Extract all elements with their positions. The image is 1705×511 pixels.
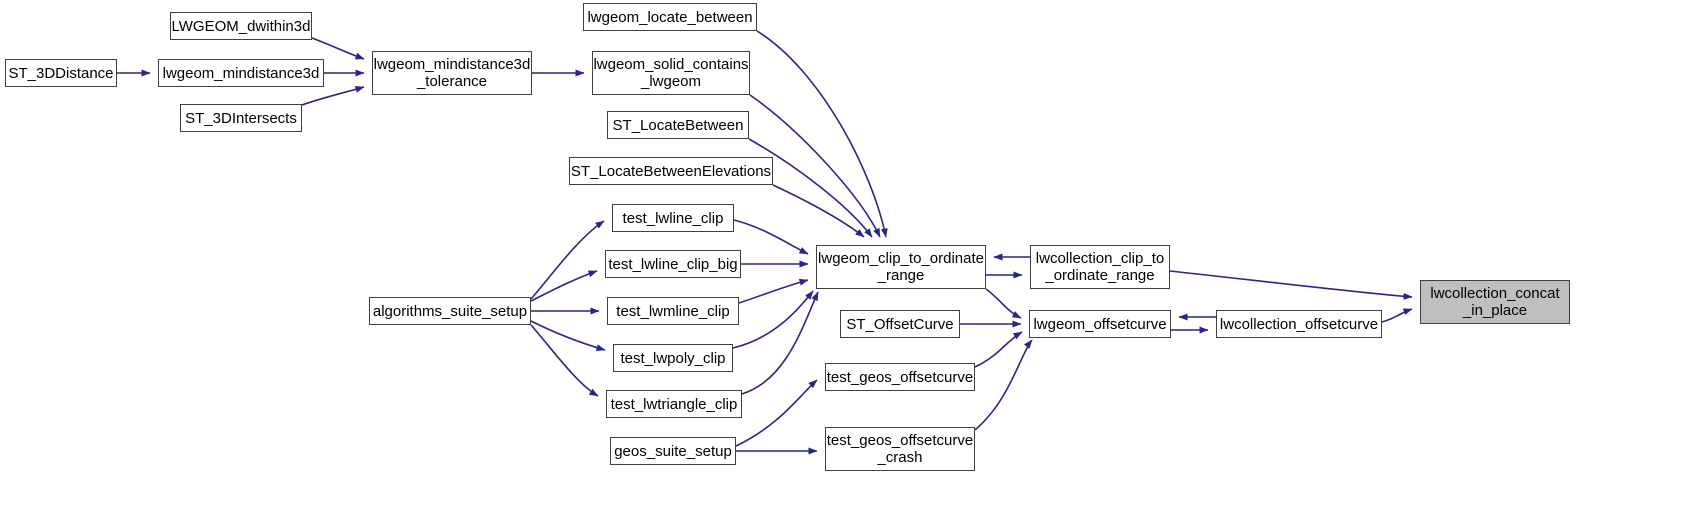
graph-edge-test_lwline_clip-to-lwgeom_clip_to_ordinate: [733, 219, 809, 255]
graph-node-lwcollection_concat_in_place[interactable]: lwcollection_concat _in_place: [1420, 280, 1570, 324]
graph-edge-st_locatebetweenelevations-to-lwgeom_clip_to_ordinate: [772, 184, 865, 238]
graph-edge-lwgeom_dwithin3d-to-lwgeom_mindistance3d_tol: [311, 37, 365, 60]
graph-node-test_lwline_clip_big[interactable]: test_lwline_clip_big: [605, 250, 741, 278]
graph-edge-test_lwtriangle_clip-to-lwgeom_clip_to_ordinate: [741, 291, 819, 395]
graph-edge-test_geos_offsetcurve_crash-to-lwgeom_offsetcurve: [974, 339, 1033, 431]
graph-node-lwgeom_offsetcurve[interactable]: lwgeom_offsetcurve: [1029, 310, 1171, 338]
graph-node-test_lwline_clip[interactable]: test_lwline_clip: [612, 204, 734, 232]
graph-node-lwgeom_mindistance3d_tol[interactable]: lwgeom_mindistance3d _tolerance: [372, 51, 532, 95]
graph-node-test_lwtriangle_clip[interactable]: test_lwtriangle_clip: [606, 390, 742, 418]
graph-edge-algorithms_suite_setup-to-test_lwline_clip: [530, 220, 605, 300]
graph-edge-algorithms_suite_setup-to-test_lwpoly_clip: [530, 320, 606, 352]
graph-node-geos_suite_setup[interactable]: geos_suite_setup: [610, 437, 736, 465]
graph-node-lwcollection_offsetcurve[interactable]: lwcollection_offsetcurve: [1216, 310, 1382, 338]
graph-node-test_lwmline_clip[interactable]: test_lwmline_clip: [607, 297, 739, 325]
graph-edge-algorithms_suite_setup-to-test_lwline_clip_big: [530, 270, 598, 302]
graph-edge-st_3dintersects-to-lwgeom_mindistance3d_tol: [301, 85, 365, 106]
graph-edge-lwgeom_clip_to_ordinate-to-lwgeom_offsetcurve: [985, 288, 1022, 319]
graph-node-test_geos_offsetcurve[interactable]: test_geos_offsetcurve: [825, 363, 975, 391]
graph-node-lwcollection_clip_to_ord[interactable]: lwcollection_clip_to _ordinate_range: [1030, 245, 1170, 289]
graph-node-algorithms_suite_setup[interactable]: algorithms_suite_setup: [369, 297, 531, 325]
graph-node-lwgeom_locate_between[interactable]: lwgeom_locate_between: [583, 3, 757, 31]
graph-edge-lwgeom_locate_between-to-lwgeom_clip_to_ordinate: [756, 30, 888, 238]
graph-edge-lwcollection_offsetcurve-to-lwcollection_concat_in_place: [1381, 308, 1413, 323]
graph-edge-geos_suite_setup-to-test_geos_offsetcurve: [735, 379, 818, 447]
graph-node-st_locatebetween[interactable]: ST_LocateBetween: [607, 111, 749, 139]
graph-node-test_lwpoly_clip[interactable]: test_lwpoly_clip: [613, 344, 733, 372]
graph-edge-st_locatebetween-to-lwgeom_clip_to_ordinate: [748, 138, 873, 238]
graph-edge-test_lwpoly_clip-to-lwgeom_clip_to_ordinate: [732, 290, 814, 349]
graph-node-lwgeom_clip_to_ordinate[interactable]: lwgeom_clip_to_ordinate _range: [816, 245, 986, 289]
graph-node-lwgeom_dwithin3d[interactable]: LWGEOM_dwithin3d: [170, 12, 312, 40]
graph-edge-test_lwmline_clip-to-lwgeom_clip_to_ordinate: [738, 278, 809, 304]
graph-node-st_3ddistance[interactable]: ST_3DDistance: [5, 59, 117, 87]
edge-group: [117, 30, 1413, 455]
graph-node-st_locatebetweenelevations[interactable]: ST_LocateBetweenElevations: [569, 157, 773, 185]
graph-node-test_geos_offsetcurve_crash[interactable]: test_geos_offsetcurve _crash: [825, 427, 975, 471]
graph-node-st_3dintersects[interactable]: ST_3DIntersects: [180, 104, 302, 132]
graph-edge-lwcollection_clip_to_ord-to-lwcollection_concat_in_place: [1169, 270, 1413, 300]
graph-edge-test_geos_offsetcurve-to-lwgeom_offsetcurve: [974, 331, 1023, 368]
graph-node-lwgeom_mindistance3d[interactable]: lwgeom_mindistance3d: [158, 59, 324, 87]
graph-edge-algorithms_suite_setup-to-test_lwtriangle_clip: [530, 324, 599, 397]
graph-node-st_offsetcurve[interactable]: ST_OffsetCurve: [840, 310, 960, 338]
graph-node-lwgeom_solid_contains[interactable]: lwgeom_solid_contains _lwgeom: [592, 51, 750, 95]
